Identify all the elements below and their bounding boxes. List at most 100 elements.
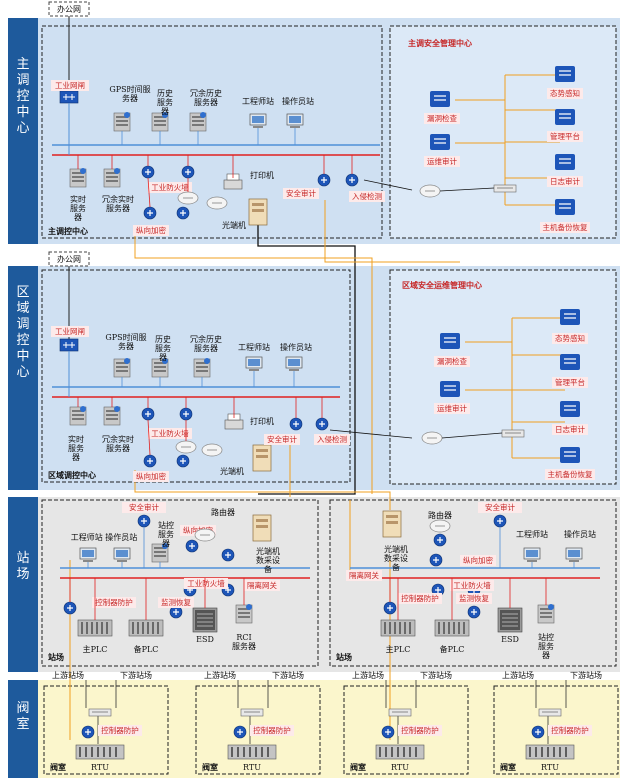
sr-engineer-label: 工程师站 bbox=[516, 529, 548, 539]
main-log-audit-label: 日志审计 bbox=[550, 176, 580, 186]
sl-monitor-tag bbox=[158, 597, 194, 608]
regional-history-backup-icon bbox=[193, 357, 211, 378]
main-situation-icon bbox=[554, 65, 576, 83]
valve-rtu-label: RTU bbox=[243, 763, 261, 772]
valve-upstream-label: 上游站场 bbox=[352, 670, 384, 680]
regional-optical-label: 光端机 bbox=[220, 466, 244, 476]
regional-gps-server-icon bbox=[113, 357, 131, 378]
main-control-zone bbox=[41, 25, 383, 239]
valve-upstream-label: 上游站场 bbox=[52, 670, 84, 680]
main-history-backup-label: 冗余历史服务器 bbox=[190, 88, 222, 107]
main-sec-switch-icon bbox=[493, 184, 517, 193]
main-ops-audit-label: 运维审计 bbox=[427, 156, 457, 166]
regional-vuln-label: 漏洞检查 bbox=[437, 356, 467, 366]
regional-mgmt-icon bbox=[559, 353, 581, 371]
main-log-audit-tag bbox=[547, 176, 583, 187]
regional-bottom-drops bbox=[77, 397, 323, 456]
regional-industrial-net-tag bbox=[51, 326, 89, 337]
regional-gps-label: GPS时间服务器 bbox=[105, 332, 146, 351]
valve-room-2: 上游站场下游站场控制器防护RTU阀室 bbox=[202, 670, 304, 772]
regional-corner-label: 区域调控中心 bbox=[48, 470, 96, 480]
main-vertical-enc-icon bbox=[143, 206, 157, 220]
valve-rtu-label: RTU bbox=[91, 763, 109, 772]
sl-ctrl-protect-icon bbox=[63, 601, 77, 615]
regional-vertical-enc-label: 纵向加密 bbox=[136, 471, 166, 481]
sr-switch-icon bbox=[429, 553, 443, 567]
valve-ctrl-protect-icon bbox=[233, 725, 247, 739]
valve-room-1: 上游站场下游站场控制器防护RTU阀室 bbox=[50, 670, 152, 772]
main-gps-label: GPS时间服务器 bbox=[109, 84, 150, 103]
sl-audit-label: 安全审计 bbox=[129, 502, 159, 512]
regional-office-net-label: 办公网 bbox=[57, 254, 81, 264]
sl-corner-label: 站场 bbox=[48, 652, 64, 662]
regional-engineer-label: 工程师站 bbox=[238, 342, 270, 352]
valve-zone-2 bbox=[195, 685, 321, 775]
valve-room-3: 上游站场下游站场控制器防护RTU阀室 bbox=[350, 670, 452, 772]
main-intrusion-label: 入侵检测 bbox=[352, 191, 382, 201]
regional-sec-router-icon bbox=[421, 431, 443, 445]
regional-situation-icon bbox=[559, 308, 581, 326]
sl-drops bbox=[87, 527, 161, 568]
orange-link-1 bbox=[134, 230, 373, 494]
station-panel bbox=[8, 497, 620, 672]
valve-zone-4 bbox=[493, 685, 619, 775]
main-vuln-icon bbox=[429, 90, 451, 108]
valve-corner-label: 阀室 bbox=[350, 762, 366, 772]
main-situation-label: 态势感知 bbox=[550, 88, 580, 98]
sl-audit-icon bbox=[137, 514, 151, 528]
valve-upstream-label: 上游站场 bbox=[204, 670, 236, 680]
regional-operator-label: 操作员站 bbox=[280, 342, 312, 352]
regional-control-zone bbox=[41, 269, 351, 483]
main-mgmt-label: 管理平台 bbox=[550, 131, 580, 141]
main-firewall-label: 工业防火墙 bbox=[151, 182, 189, 192]
regional-backup-tag bbox=[545, 469, 595, 480]
valve-ctrl-protect-icon bbox=[81, 725, 95, 739]
regional-realtime-backup-icon bbox=[103, 405, 121, 426]
regional-switch-1-icon bbox=[141, 407, 155, 421]
valve-rooms: 上游站场下游站场控制器防护RTU阀室上游站场下游站场控制器防护RTU阀室上游站场… bbox=[50, 670, 602, 772]
sl-rci-icon bbox=[235, 603, 253, 624]
station-right-zone bbox=[329, 499, 617, 667]
valve-rtu-icon bbox=[525, 744, 575, 760]
sr-ctrl-protect-label: 控制器防护 bbox=[401, 593, 439, 603]
sl-plc-main-label: 主PLC bbox=[83, 644, 108, 654]
sl-plc-main-icon bbox=[77, 619, 113, 637]
main-audit-label: 安全审计 bbox=[286, 188, 316, 198]
row-label-main bbox=[8, 18, 38, 244]
valve-ctrl-protect-label: 控制器防护 bbox=[551, 725, 589, 735]
sl-esd-icon bbox=[192, 607, 218, 633]
valve-switch-icon bbox=[240, 708, 264, 717]
main-bottom-drops bbox=[77, 155, 353, 208]
main-sec-link bbox=[439, 187, 495, 192]
valve-downstream-label: 下游站场 bbox=[272, 670, 304, 680]
sl-optical-label: 光端机数采设备 bbox=[256, 546, 280, 574]
regional-ops-audit-icon bbox=[439, 380, 461, 398]
sl-isolation-label: 隔离网关 bbox=[247, 580, 277, 590]
regional-ops-audit-tag bbox=[434, 403, 470, 414]
sl-isolation-tag bbox=[244, 580, 280, 591]
row-title-main: 主调控中心 bbox=[16, 57, 29, 136]
regional-log-audit-tag bbox=[552, 424, 588, 435]
valve-rtu-label: RTU bbox=[541, 763, 559, 772]
valve-rtu-label: RTU bbox=[391, 763, 409, 772]
main-security-tree bbox=[455, 74, 560, 206]
main-log-audit-icon bbox=[554, 153, 576, 171]
regional-mgmt-tag bbox=[552, 377, 588, 388]
main-intrusion-tag bbox=[349, 191, 385, 202]
sr-ctrl-protect-tag bbox=[398, 593, 442, 604]
regional-sec-switch-icon bbox=[501, 429, 525, 438]
main-industrial-net-tag bbox=[51, 80, 89, 91]
main-printer-label: 打印机 bbox=[250, 170, 274, 180]
sl-firewall-tag bbox=[184, 578, 228, 589]
main-history-backup-icon bbox=[189, 111, 207, 132]
sr-esd-icon bbox=[497, 607, 523, 633]
main-vertical-enc-tag bbox=[133, 225, 169, 236]
row-label-station bbox=[8, 497, 38, 672]
main-optical-label: 光端机 bbox=[222, 220, 246, 230]
main-realtime-label: 实时服务器 bbox=[70, 194, 86, 222]
regional-office-net-box bbox=[48, 251, 90, 267]
main-realtime-backup-label: 冗余实时服务器 bbox=[102, 194, 134, 213]
main-optical-icon bbox=[248, 198, 268, 226]
